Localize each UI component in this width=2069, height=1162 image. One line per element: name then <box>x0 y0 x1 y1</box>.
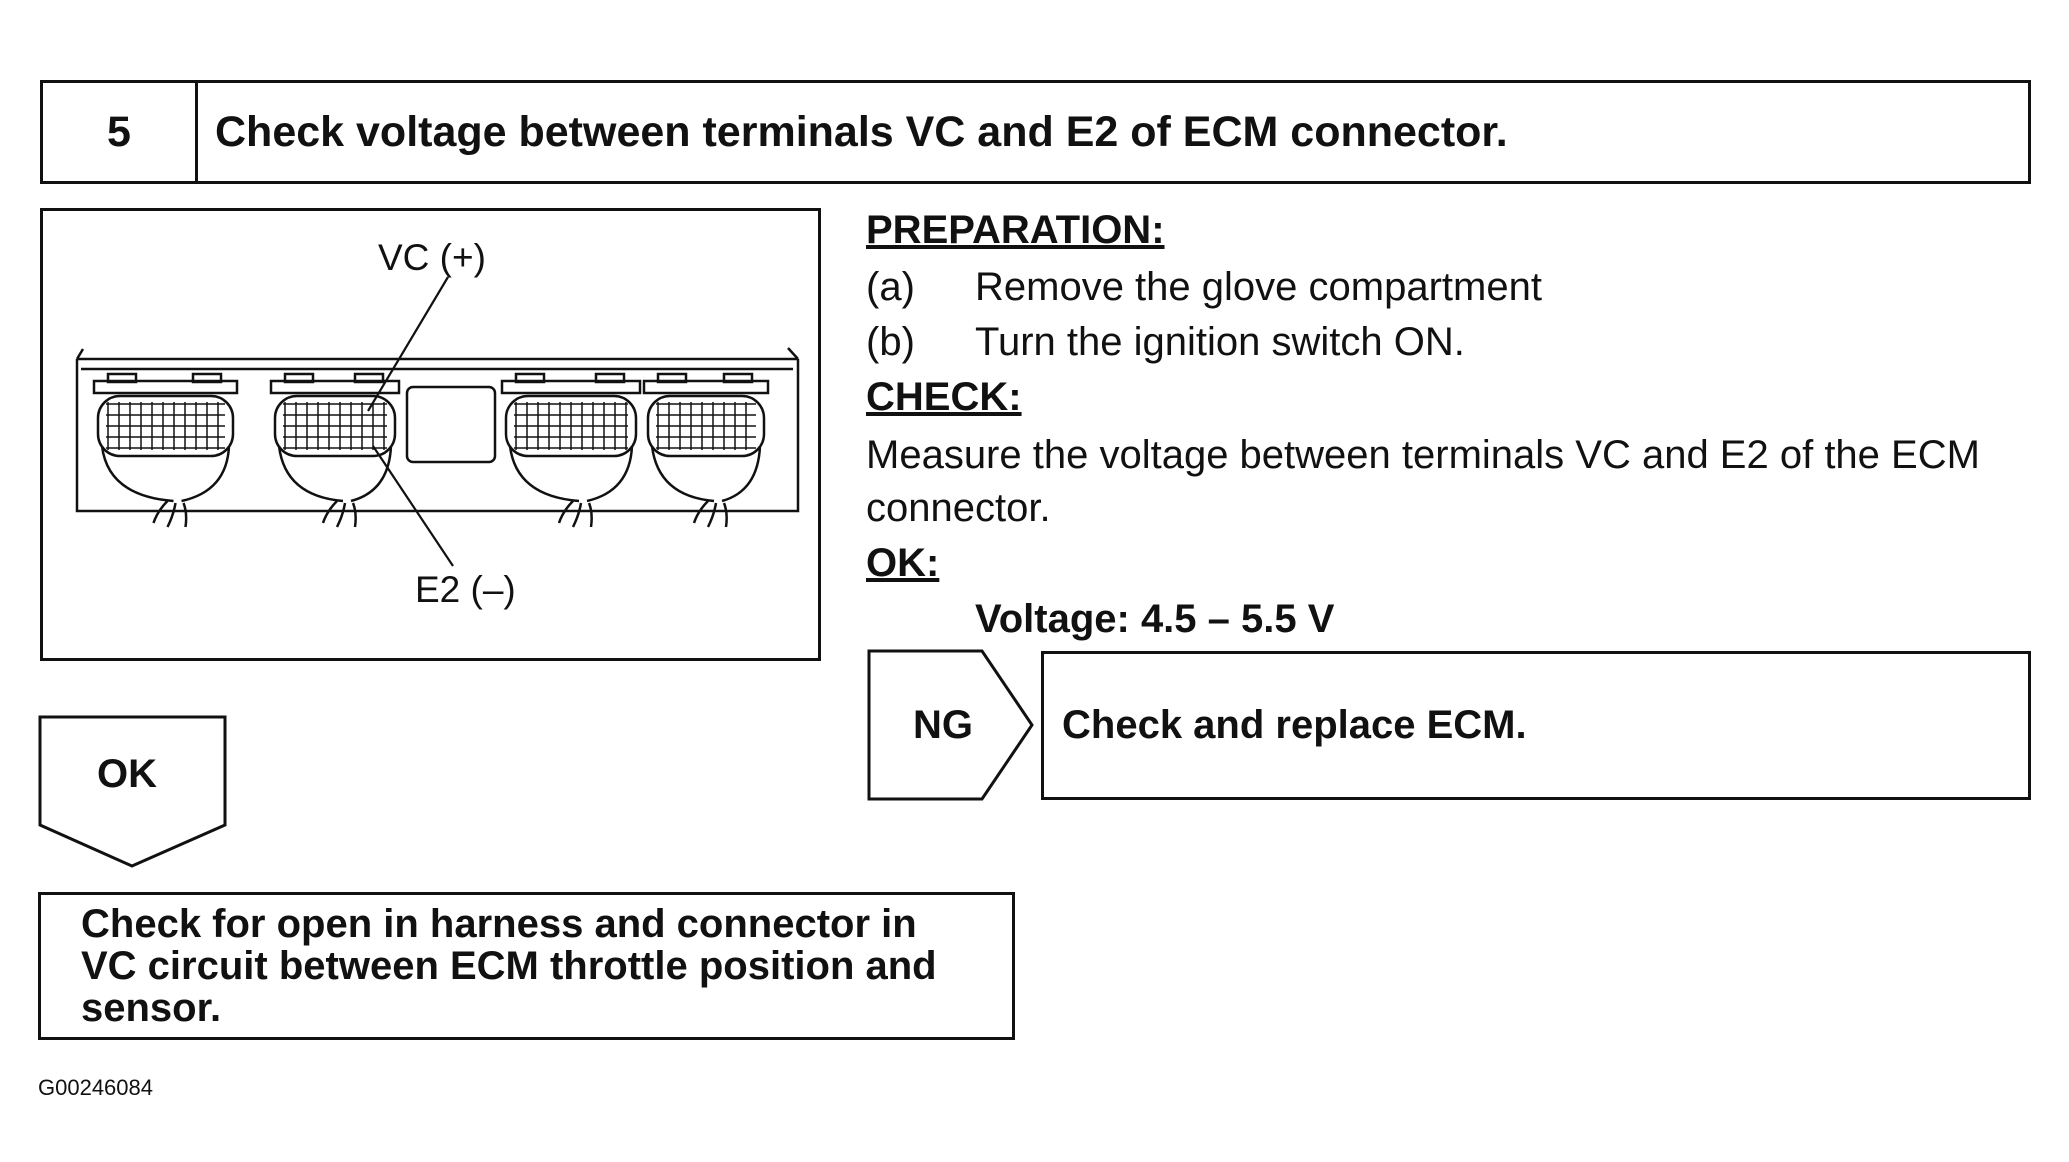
wire-ends <box>152 500 188 528</box>
check-text-line1: Measure the voltage between terminals VC… <box>866 433 1980 477</box>
wire-harness <box>350 445 393 503</box>
wire-harness <box>721 445 762 503</box>
wire-ends <box>692 500 728 528</box>
step-title: Check voltage between terminals VC and E… <box>215 107 1508 156</box>
e2-terminal-label: E2 (–) <box>415 569 516 610</box>
ok-arrow-shape <box>38 715 227 868</box>
connector-tab <box>514 372 546 384</box>
connector-tab <box>191 372 223 384</box>
prep-item-a-text: Remove the glove compartment <box>975 265 1542 309</box>
connector-body <box>646 394 766 458</box>
ecm-connector-diagram: VC (+) E2 (–) <box>40 208 821 661</box>
prep-item-b-marker: (b) <box>866 320 915 364</box>
connector-tab <box>594 372 626 384</box>
wire-harness <box>277 445 344 503</box>
wire-ends <box>557 500 593 528</box>
connector-latch <box>269 379 401 395</box>
vc-leader-line <box>367 276 449 412</box>
ok-result-line2: VC circuit between ECM throttle position… <box>81 944 937 988</box>
ecm-housing <box>75 347 800 513</box>
e2-leader-line <box>372 445 454 567</box>
wire-harness <box>650 445 715 503</box>
ok-spec-heading: OK: <box>866 541 940 585</box>
ng-result-box: Check and replace ECM. <box>1041 651 2031 800</box>
connector-tab <box>722 372 754 384</box>
wire-harness <box>181 445 231 503</box>
connector-body <box>96 394 235 458</box>
ng-arrow-shape <box>867 649 1034 801</box>
center-cover <box>405 385 497 464</box>
wire-harness <box>586 445 634 503</box>
figure-code: G00246084 <box>38 1075 153 1100</box>
ecm-connector-illustration <box>75 276 800 567</box>
wire-harness <box>100 445 174 503</box>
connector-body <box>273 394 397 458</box>
step-header: 5 Check voltage between terminals VC and… <box>40 80 2031 184</box>
preparation-heading: PREPARATION: <box>866 208 1165 252</box>
vc-terminal-label: VC (+) <box>378 237 486 278</box>
connector-tab <box>106 372 138 384</box>
connector-latch <box>500 379 642 395</box>
check-text-line2: connector. <box>866 486 1051 530</box>
connector-latch <box>642 379 770 395</box>
connector-tab <box>283 372 315 384</box>
prep-item-b-text: Turn the ignition switch ON. <box>975 320 1465 364</box>
ok-spec-value: Voltage: 4.5 – 5.5 V <box>975 597 1335 641</box>
step-number: 5 <box>43 83 198 181</box>
connector-latch <box>92 379 239 395</box>
ok-result-line3: sensor. <box>81 986 222 1030</box>
ng-result-text: Check and replace ECM. <box>1062 703 1527 747</box>
ok-result-box: Check for open in harness and connector … <box>38 892 1015 1040</box>
connector-body <box>504 394 638 458</box>
ok-result-line1: Check for open in harness and connector … <box>81 902 917 946</box>
connector-tab <box>353 372 385 384</box>
ng-label: NG <box>913 703 973 747</box>
ok-label: OK <box>97 752 157 796</box>
wire-harness <box>508 445 580 503</box>
check-heading: CHECK: <box>866 375 1022 419</box>
connector-tab <box>656 372 688 384</box>
prep-item-a-marker: (a) <box>866 265 915 309</box>
wire-ends <box>321 500 357 528</box>
